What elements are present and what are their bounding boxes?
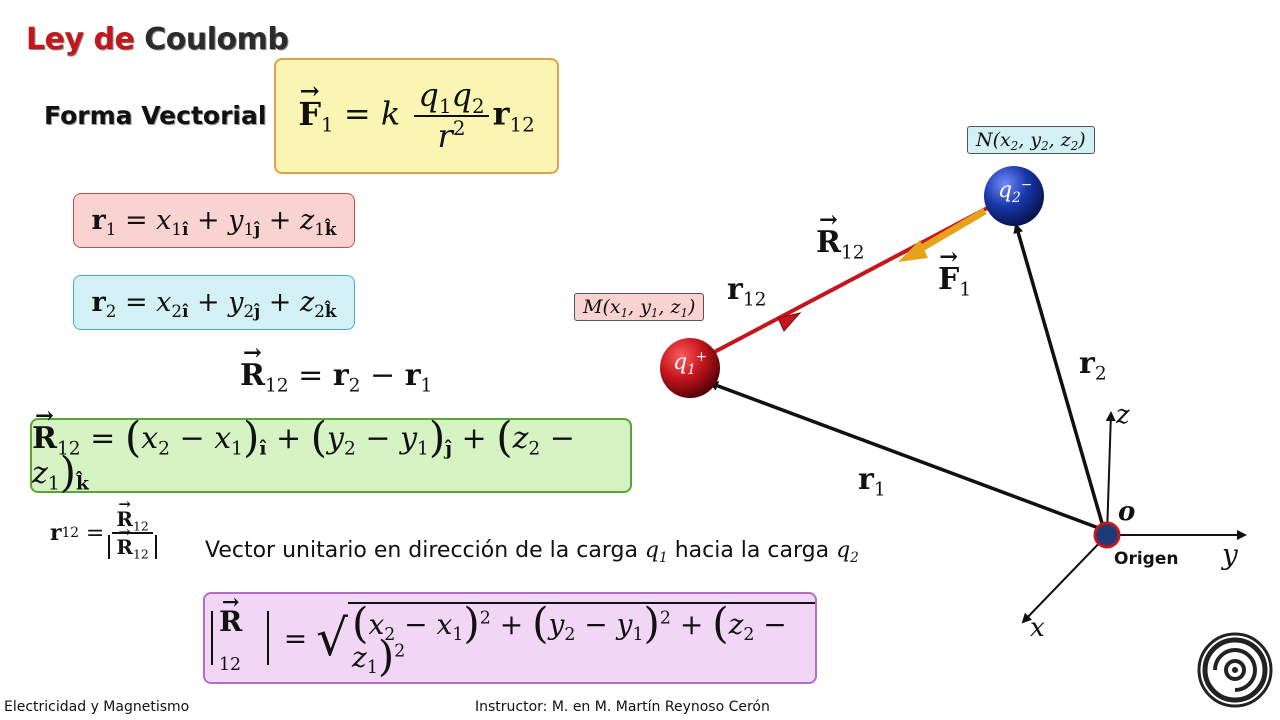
r12-difference-formula: R12 = r2 − r1 [240, 340, 432, 395]
r2-formula-box: r2 = x2î + y2ĵ + z2k̂ [73, 275, 355, 330]
magnitude-formula: R12 = √ (x2 − x1)2 + (y2 − y1)2 + (z2 − … [205, 589, 815, 677]
r1-label: r1 [858, 462, 886, 501]
point-m-text: M(x [583, 296, 621, 318]
origin-label: Origen [1114, 549, 1179, 569]
x-axis-label: x [1030, 613, 1045, 643]
r1-text: r [858, 462, 874, 497]
slide-title: Ley de Coulomb [26, 22, 289, 57]
f1-arrowhead [898, 240, 928, 262]
z-axis-line [1105, 411, 1116, 536]
f1-label: F1 [938, 244, 971, 299]
unit-vector-formula: r12 = R12 R12 [50, 496, 161, 560]
r12-unit-text: r [727, 272, 743, 307]
r2-text: r [1079, 346, 1095, 381]
charge-q2-text: q [998, 178, 1013, 203]
charge-q1-text: q [673, 350, 688, 375]
r2-formula: r2 = x2î + y2ĵ + z2k̂ [91, 287, 337, 321]
unit-vector-q1: q [644, 538, 660, 563]
unit-vector-q2: q [836, 538, 851, 563]
footer-course: Electricidad y Magnetismo [4, 699, 190, 715]
r2-vector [1013, 223, 1106, 531]
r12-components-box: R12 = (x2 − x1)î + (y2 − y1)ĵ + (z2 − z1… [30, 403, 632, 493]
r1-vector [708, 381, 1105, 532]
unit-vector-description: Vector unitario en dirección de la carga… [205, 538, 859, 566]
point-n-text: N(x [976, 129, 1011, 151]
r1-formula: r1 = x1î + y1ĵ + z1k̂ [91, 205, 337, 239]
x-axis-line [1021, 534, 1108, 624]
course-logo [1197, 632, 1273, 708]
r12-unit-label: r12 [727, 272, 767, 311]
unit-vector-mid: hacia la carga [674, 538, 830, 563]
charge-q1-label: q1+ [673, 348, 708, 378]
r1-formula-box: r1 = x1î + y1ĵ + z1k̂ [73, 193, 355, 248]
title-part-2: Coulomb [144, 22, 289, 57]
charge-q1 [660, 338, 720, 398]
r12-vector-text: R [816, 207, 841, 260]
r12-vector-label: R12 [816, 207, 865, 262]
forma-vectorial-label: Forma Vectorial [44, 101, 267, 130]
point-n-label: N(x2, y2, z2) [967, 126, 1095, 154]
origin-point [1093, 521, 1121, 549]
z-axis-label: z [1116, 400, 1130, 430]
r12-components-formula: R12 = (x2 − x1)î + (y2 − y1)ĵ + (z2 − z1… [32, 403, 630, 493]
f1-vector [913, 207, 987, 256]
title-part-1: Ley de [26, 22, 135, 57]
y-axis-label: y [1222, 538, 1238, 571]
origin-o-label: o [1118, 497, 1136, 527]
r2-label: r2 [1079, 346, 1107, 385]
magnitude-formula-box: R12 = √ (x2 − x1)2 + (y2 − y1)2 + (z2 − … [203, 589, 817, 684]
charge-q2 [984, 166, 1044, 226]
point-m-label: M(x1, y1, z1) [574, 293, 705, 321]
coordinate-axes [1021, 411, 1247, 624]
unit-vector-text: Vector unitario en dirección de la carga [205, 538, 638, 563]
footer-instructor: Instructor: M. en M. Martín Reynoso Ceró… [475, 699, 770, 715]
charge-q2-label: q2− [998, 176, 1033, 206]
f1-text: F [938, 244, 960, 297]
r12-unit-arrowhead [777, 312, 802, 332]
